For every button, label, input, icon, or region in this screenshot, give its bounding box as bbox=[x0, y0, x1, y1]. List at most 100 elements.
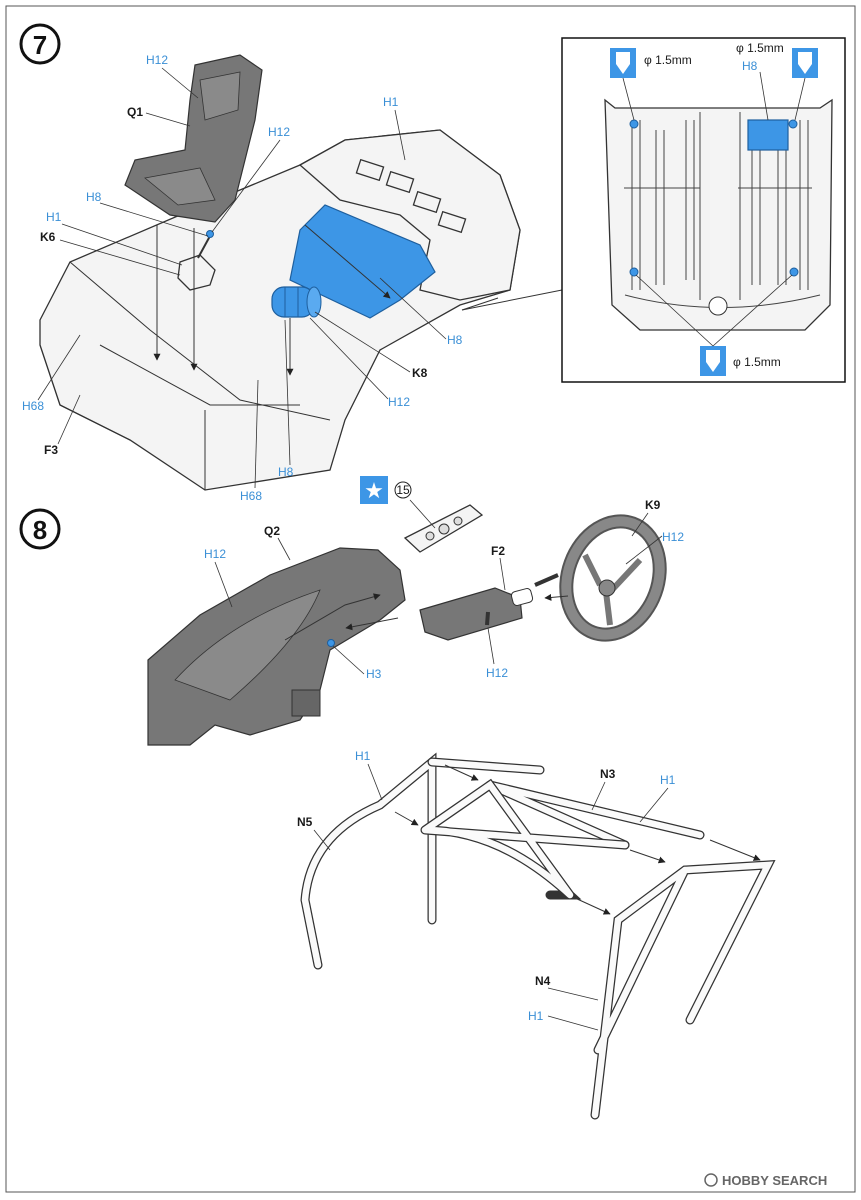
leader-n4 bbox=[547, 987, 599, 1001]
cage-top-bar-inner bbox=[428, 758, 544, 774]
part-label-n5: N5 bbox=[297, 815, 313, 829]
column-arrow bbox=[345, 617, 399, 631]
decal-number: 15 bbox=[396, 483, 410, 497]
floor-underside bbox=[604, 98, 833, 331]
inset-color-h8: H8 bbox=[742, 59, 758, 73]
cage-arrow-2 bbox=[444, 764, 479, 781]
drill-hole-top-right bbox=[788, 119, 798, 129]
panel-arrow bbox=[304, 224, 391, 299]
column-stalk bbox=[534, 573, 559, 587]
drill-hole-bottom-right bbox=[789, 267, 799, 277]
inset-callout-line-2 bbox=[461, 297, 499, 311]
leader-h1-shifter bbox=[61, 223, 183, 266]
inset-callout-line bbox=[461, 289, 563, 311]
leader-h3 bbox=[331, 644, 365, 675]
tub-side-line bbox=[39, 344, 131, 441]
seat-cushion bbox=[144, 167, 216, 206]
wheel-arrow bbox=[544, 593, 569, 601]
dash-top-panel bbox=[174, 589, 321, 701]
leader-h12-column bbox=[487, 627, 495, 665]
drill-icon-bottom bbox=[700, 346, 726, 376]
watermark-text: HOBBY SEARCH bbox=[722, 1173, 827, 1188]
leader-h1-n5 bbox=[367, 763, 383, 801]
leader-h12-wheel bbox=[625, 535, 663, 565]
steering-wheel-k9 bbox=[559, 514, 667, 642]
cage-x-brace-inner bbox=[421, 780, 629, 899]
cage-tube-n5-outer bbox=[300, 752, 437, 970]
cage-tube-n4-outer bbox=[590, 860, 776, 1120]
cage-arrow-1 bbox=[394, 811, 419, 826]
shelf-vent-3 bbox=[412, 190, 442, 214]
inset-leader-h8 bbox=[759, 71, 769, 121]
color-label-h1-n4: H1 bbox=[528, 1009, 544, 1023]
step-7-number: 7 bbox=[33, 30, 47, 60]
cage-arrow-3 bbox=[629, 849, 666, 864]
part-label-f2: F2 bbox=[491, 544, 505, 558]
decal-star-box bbox=[360, 476, 388, 504]
gauge-1 bbox=[425, 531, 435, 541]
cage-tube-n5-inner bbox=[301, 755, 436, 969]
leader-h1-n4 bbox=[547, 1015, 599, 1031]
watermark: HOBBY SEARCH bbox=[704, 1173, 827, 1188]
gauge-3 bbox=[453, 516, 463, 526]
leader-f2 bbox=[499, 557, 506, 591]
part-label-q2: Q2 bbox=[264, 524, 280, 538]
leader-h12-seat bbox=[161, 67, 199, 99]
step-8-number: 8 bbox=[33, 515, 47, 545]
inset-leader-tl bbox=[622, 77, 635, 121]
dash-arrow-path bbox=[284, 593, 381, 641]
leader-h8-fuel bbox=[284, 319, 291, 466]
color-label-h68-tub: H68 bbox=[22, 399, 44, 413]
star-icon: ★ bbox=[364, 478, 384, 503]
watermark-logo-icon bbox=[704, 1173, 718, 1187]
seat-back-panel bbox=[199, 71, 241, 121]
inset-blue-plate bbox=[747, 119, 789, 151]
dash-center-stack bbox=[291, 689, 321, 717]
color-label-h8-fuel: H8 bbox=[278, 465, 294, 479]
inset-leader-tr bbox=[794, 77, 806, 121]
color-label-h12-column: H12 bbox=[486, 666, 508, 680]
leader-k6 bbox=[59, 239, 181, 276]
decal-number-circle bbox=[394, 481, 412, 499]
leader-h1-n3 bbox=[639, 787, 669, 823]
page-border bbox=[5, 5, 856, 1193]
gauge-2 bbox=[438, 523, 450, 535]
leader-h12-lever bbox=[211, 139, 281, 233]
roll-cage bbox=[300, 752, 776, 1120]
drill-label-top-left: φ 1.5mm bbox=[644, 53, 692, 67]
color-label-h1-shifter: H1 bbox=[46, 210, 62, 224]
drill-label-bottom: φ 1.5mm bbox=[733, 355, 781, 369]
column-collar bbox=[510, 588, 534, 606]
leader-n3 bbox=[591, 781, 606, 811]
color-label-h1-tub: H1 bbox=[383, 95, 399, 109]
leader-h8-knob bbox=[99, 202, 209, 237]
leader-h68-tub bbox=[37, 334, 81, 401]
color-label-h12-wheel: H12 bbox=[662, 530, 684, 544]
step-7: 7 bbox=[19, 23, 846, 503]
color-label-h8-knob: H8 bbox=[86, 190, 102, 204]
drill-icon-top-right bbox=[792, 48, 818, 78]
inset-detail: φ 1.5mm φ 1.5mm H8 φ 1.5mm bbox=[561, 37, 846, 383]
leader-f3 bbox=[57, 394, 81, 445]
leader-k9 bbox=[631, 512, 649, 537]
color-label-h12-seat: H12 bbox=[146, 53, 168, 67]
drill-icon-top-left bbox=[610, 48, 636, 78]
leader-h68-floor bbox=[254, 379, 259, 489]
steering-column-f2 bbox=[419, 587, 523, 641]
tub-rear-deck bbox=[298, 129, 521, 301]
shelf-vent-1 bbox=[355, 158, 385, 182]
shelf-vent-2 bbox=[385, 170, 415, 194]
fuel-panel-blue bbox=[289, 204, 436, 319]
step-8: 8 ★ 15 Q2 H12 bbox=[19, 476, 776, 1120]
color-label-h1-n5: H1 bbox=[355, 749, 371, 763]
cage-arrow-5 bbox=[574, 897, 611, 915]
cage-arrow-4 bbox=[709, 839, 761, 861]
inset-leader-br bbox=[712, 274, 793, 347]
inset-leader-bl bbox=[635, 274, 714, 347]
leader-k8 bbox=[314, 311, 411, 373]
part-label-k8: K8 bbox=[412, 366, 428, 380]
inset-floor-hole bbox=[708, 296, 728, 316]
leader-n5 bbox=[313, 829, 331, 851]
leader-q1 bbox=[145, 112, 191, 127]
